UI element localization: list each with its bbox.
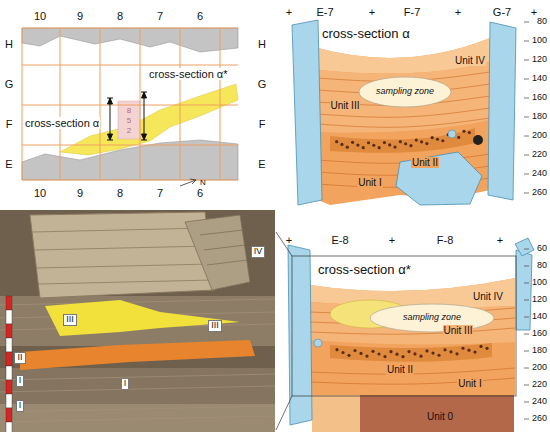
- grid-letter: G: [258, 78, 267, 90]
- grid-number: 9: [77, 187, 83, 199]
- site-plan: [22, 28, 238, 186]
- grid-marker: E-8: [331, 234, 348, 246]
- depth-scale: 120: [532, 55, 547, 65]
- depth-scale: 160: [532, 329, 547, 339]
- grid-letter: H: [5, 38, 13, 50]
- depth-scale: 80: [537, 261, 547, 271]
- depth-scale: 140: [532, 312, 547, 322]
- grid-number: 6: [197, 187, 203, 199]
- grid-number: 7: [157, 10, 163, 22]
- unit-label: Unit I: [457, 378, 482, 389]
- grid-marker: +: [369, 6, 375, 18]
- depth-scale: 60: [537, 244, 547, 254]
- unit-label: Unit I: [357, 177, 382, 188]
- photo-label: I: [121, 378, 130, 390]
- grid-number: 10: [34, 187, 46, 199]
- grid-number: 10: [34, 10, 46, 22]
- section-label: cross-section α: [24, 117, 100, 129]
- section-alpha: [292, 20, 529, 205]
- grid-number: 6: [197, 10, 203, 22]
- depth-scale: 140: [532, 74, 547, 84]
- grid-letter: F: [6, 118, 13, 130]
- unit-label: Unit IV: [454, 55, 486, 66]
- depth-scale: 160: [532, 93, 547, 103]
- photo-label: III: [208, 320, 222, 332]
- section-label: cross-section α*: [148, 68, 229, 80]
- grid-number: 8: [117, 187, 123, 199]
- depth-scale: 180: [532, 112, 547, 122]
- photo-label: I: [16, 400, 25, 412]
- depth-scale: 220: [532, 150, 547, 160]
- depth-scale: 240: [532, 397, 547, 407]
- square-number: 2: [127, 127, 131, 136]
- unit-label: Unit 0: [427, 411, 453, 422]
- depth-scale: 180: [532, 346, 547, 356]
- grid-marker: F-8: [437, 234, 454, 246]
- square-number: 8: [127, 107, 131, 116]
- grid-number: 7: [157, 187, 163, 199]
- photo-label: II: [14, 352, 25, 364]
- depth-scale: 200: [532, 363, 547, 373]
- stratum-line: [310, 378, 515, 384]
- grid-marker: +: [286, 234, 292, 246]
- grid-letter: E: [258, 158, 265, 170]
- section-title: cross-section α: [322, 27, 410, 41]
- grid-marker: +: [389, 234, 395, 246]
- grid-marker: E-7: [316, 6, 333, 18]
- unit-label: Unit III: [443, 325, 474, 336]
- grid-letter: E: [5, 158, 12, 170]
- depth-scale: 120: [532, 295, 547, 305]
- depth-scale: 240: [532, 169, 547, 179]
- zone-label: sampling zone: [403, 313, 461, 323]
- unit-label: Unit II: [386, 364, 414, 375]
- zone-label: sampling zone: [376, 87, 434, 97]
- excavation-photo: [0, 210, 275, 432]
- depth-scale: 220: [532, 380, 547, 390]
- grid-marker: F-7: [404, 6, 421, 18]
- grid-marker: +: [497, 234, 503, 246]
- grid-marker: G-7: [493, 6, 511, 18]
- grid-marker: +: [455, 6, 461, 18]
- section-alpha-star: [276, 232, 534, 432]
- photo-label: III: [63, 314, 77, 326]
- grid-marker: +: [531, 6, 537, 18]
- depth-scale: 80: [537, 17, 547, 27]
- grid-letter: G: [5, 78, 14, 90]
- stratum-line: [318, 118, 490, 127]
- unit-label: Unit III: [330, 100, 361, 111]
- unit-label: Unit II: [411, 157, 439, 168]
- square-number: 5: [127, 117, 131, 126]
- grid-marker: +: [286, 6, 292, 18]
- unit-label: Unit IV: [472, 291, 504, 302]
- section-title: cross-section α*: [318, 263, 411, 277]
- grid-letter: H: [258, 38, 266, 50]
- depth-scale: 100: [532, 278, 547, 288]
- photo-label: I: [16, 375, 25, 387]
- photo-label: IV: [251, 246, 266, 258]
- depth-scale: 260: [532, 414, 547, 424]
- depth-scale: 100: [532, 36, 547, 46]
- depth-scale: 260: [532, 188, 547, 198]
- grid-number: 9: [77, 10, 83, 22]
- grid-letter: F: [259, 118, 266, 130]
- grid-number: 8: [117, 10, 123, 22]
- north-label: N: [200, 179, 206, 188]
- depth-scale: 200: [532, 131, 547, 141]
